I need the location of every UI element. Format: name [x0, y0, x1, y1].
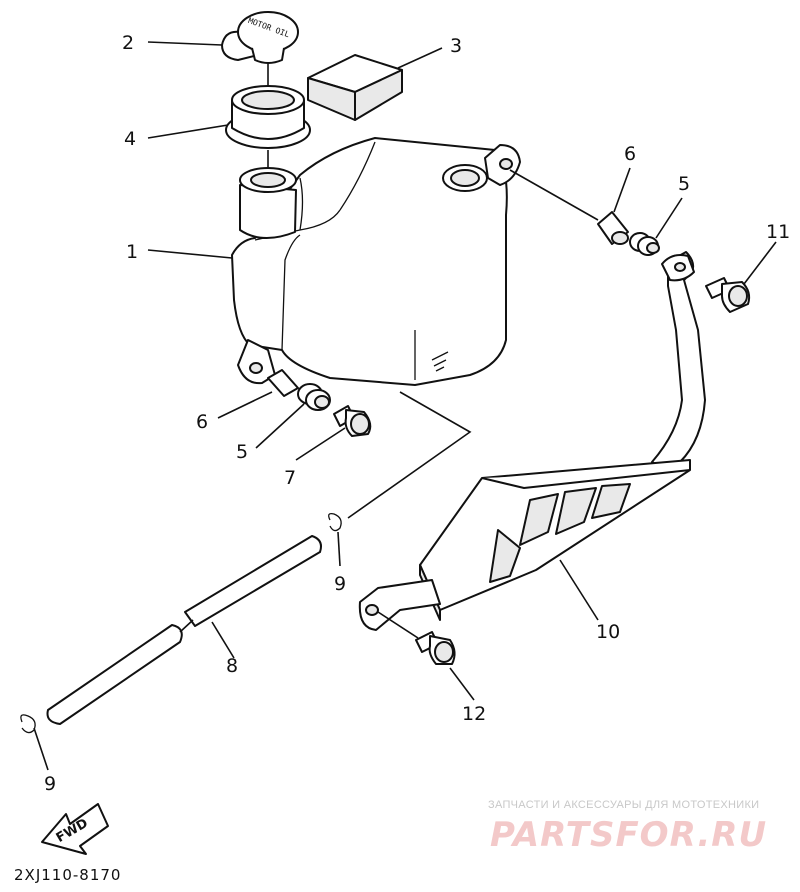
callout-6-left: 6	[196, 411, 208, 433]
rubber-pad	[307, 54, 403, 121]
collar-left	[267, 369, 299, 397]
callout-3: 3	[450, 35, 462, 57]
hose-clip-lower	[20, 714, 36, 734]
hose-clip-upper	[328, 512, 342, 532]
watermark-caption: ЗАПЧАСТИ И АКСЕССУАРЫ ДЛЯ МОТОТЕХНИКИ	[488, 799, 759, 811]
callout-5-right: 5	[678, 173, 690, 195]
callout-8: 8	[226, 655, 238, 677]
callout-4: 4	[124, 128, 136, 150]
bolt-11	[705, 277, 751, 313]
watermark-logo: PARTSFOR.RU	[490, 815, 767, 855]
callout-9-upper: 9	[334, 573, 346, 595]
callout-5-left: 5	[236, 441, 248, 463]
tank-cap: MOTOR OIL	[221, 11, 299, 64]
callout-2: 2	[122, 32, 134, 54]
bolt-7	[333, 405, 372, 437]
callout-7: 7	[284, 467, 296, 489]
callout-12: 12	[462, 703, 486, 725]
callout-9-lower: 9	[44, 773, 56, 795]
bolt-12	[415, 631, 456, 665]
oil-hose	[46, 535, 322, 725]
callout-1: 1	[126, 241, 138, 263]
tank-bracket	[358, 251, 706, 631]
oil-tank	[231, 137, 521, 386]
fwd-arrow-icon: FWD	[41, 803, 109, 855]
filler-seal	[225, 85, 311, 149]
collar-right	[597, 211, 629, 245]
damper-left	[297, 383, 331, 411]
callout-11: 11	[766, 221, 790, 243]
callout-6-right: 6	[624, 143, 636, 165]
diagram-code: 2XJ110-8170	[14, 866, 121, 884]
damper-right	[629, 232, 660, 256]
callout-10: 10	[596, 621, 620, 643]
